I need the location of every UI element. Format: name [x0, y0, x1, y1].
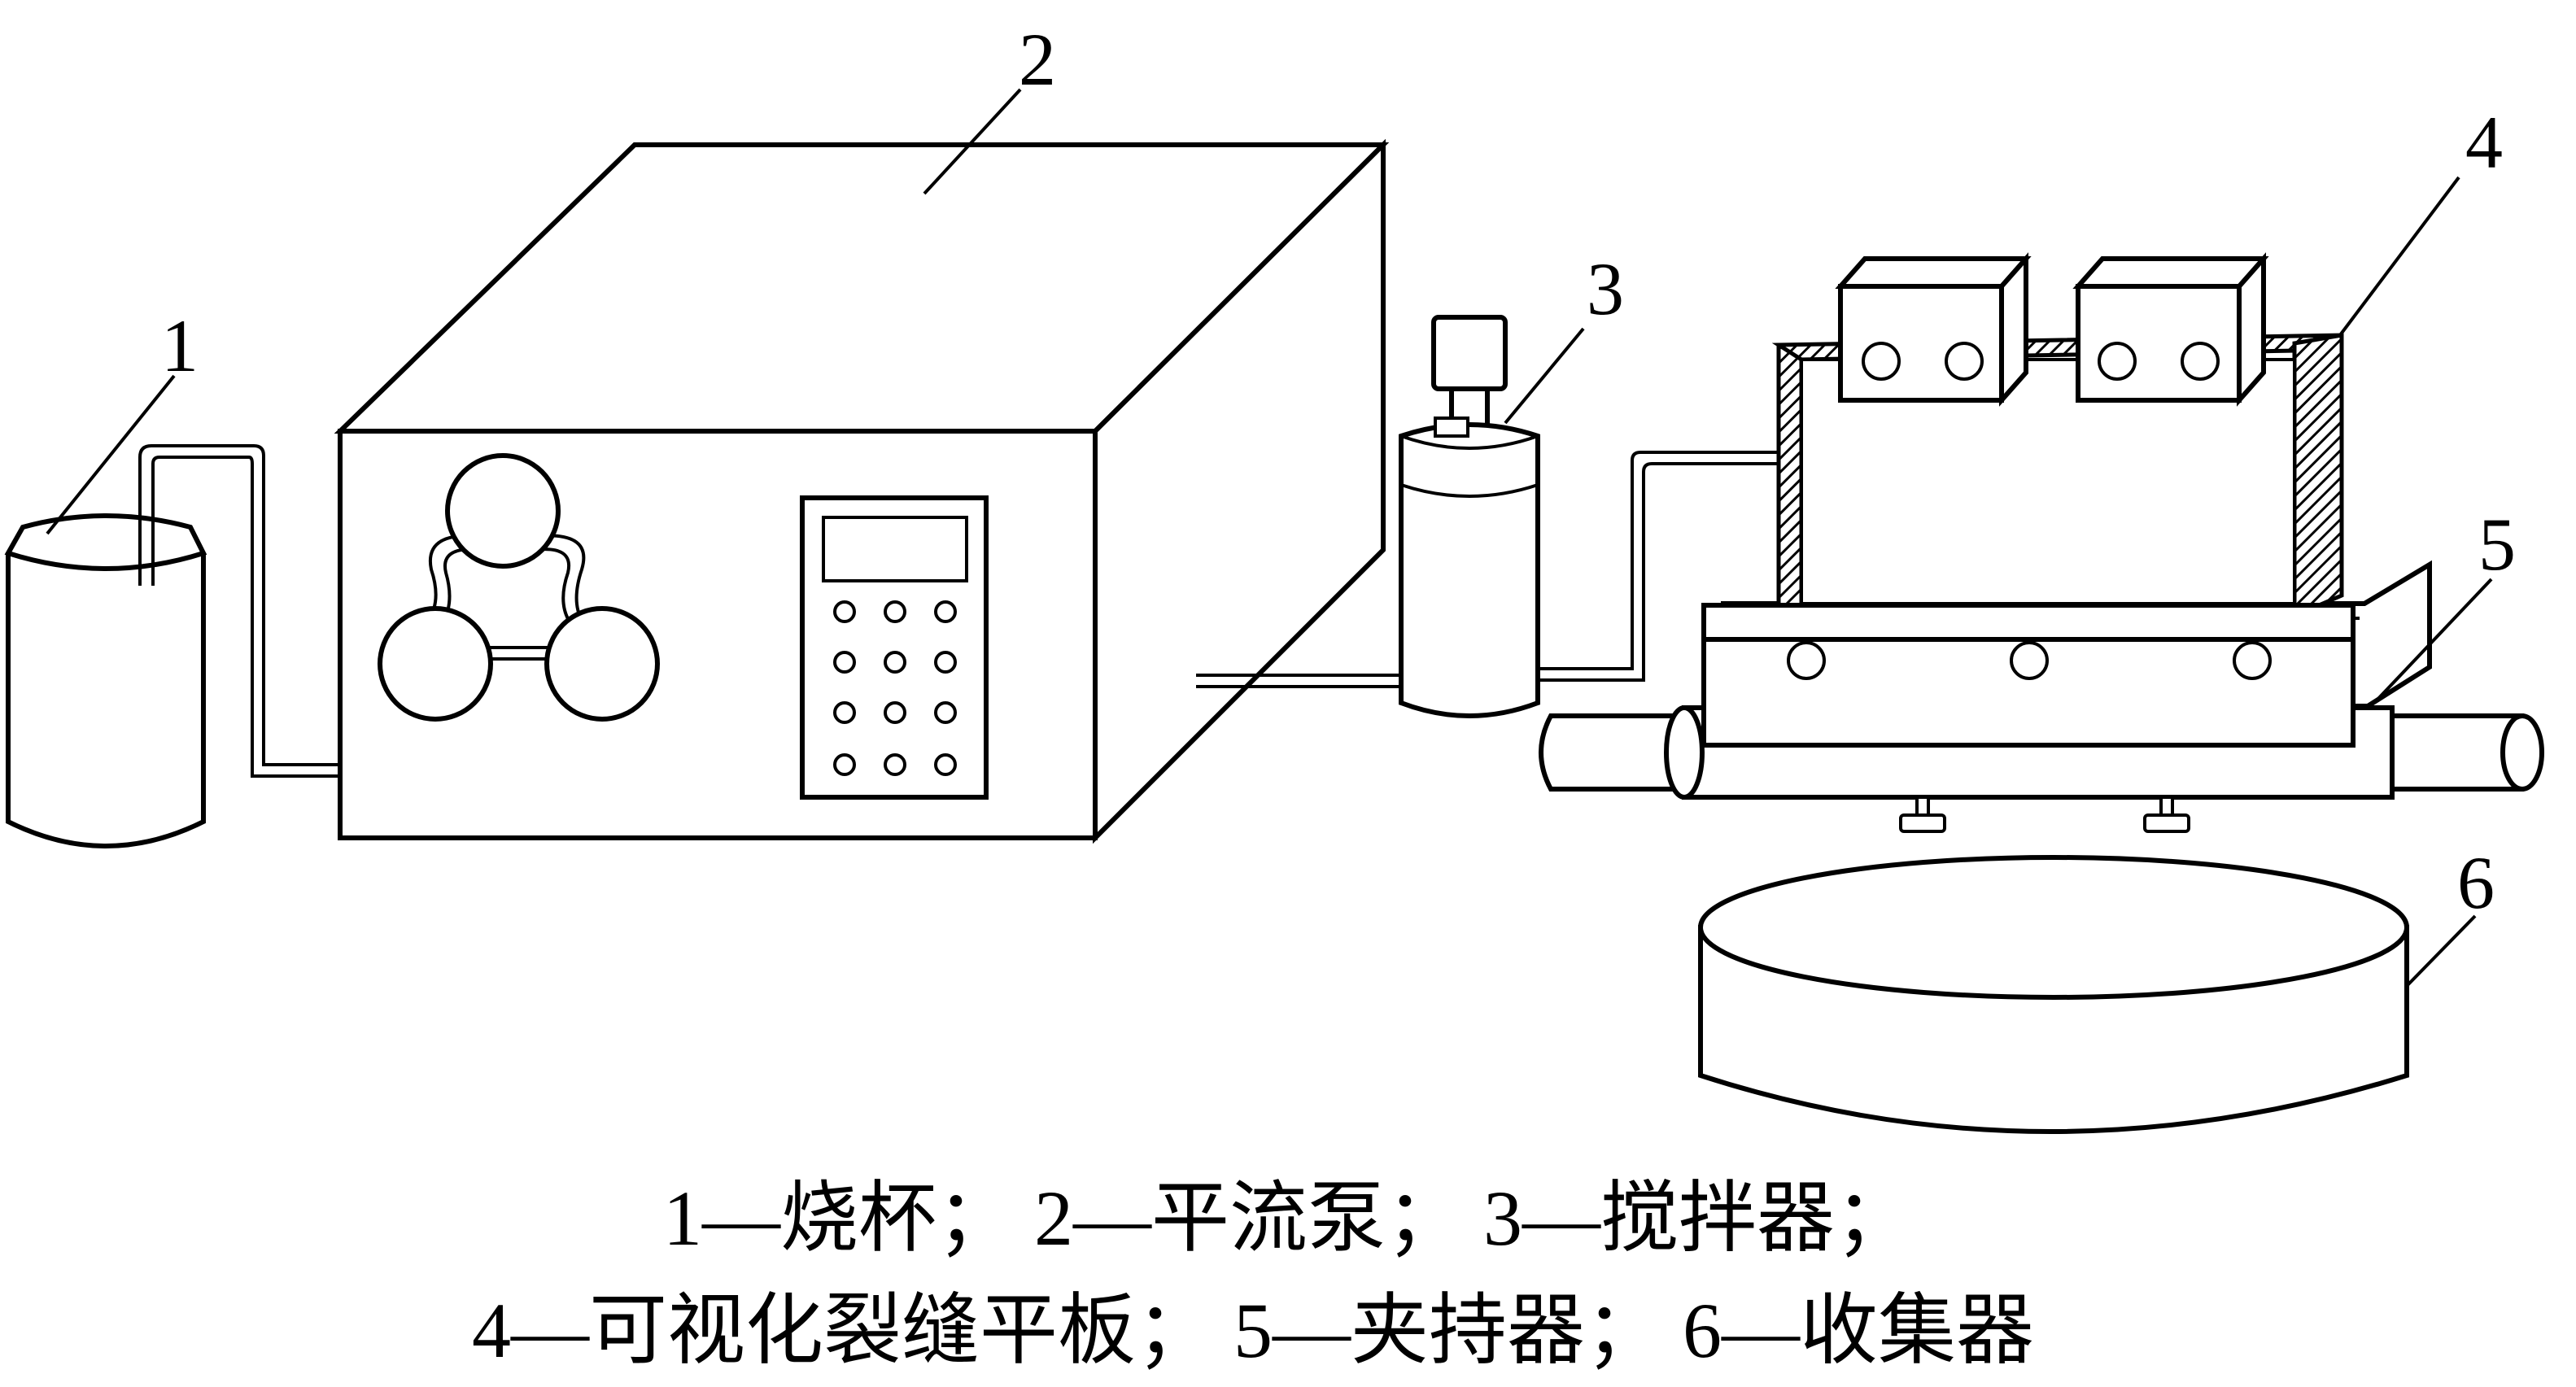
callout-2: 2 [1019, 18, 1056, 101]
control-panel [800, 495, 989, 800]
peristaltic-rollers [378, 453, 660, 722]
callout-4: 4 [2465, 101, 2503, 184]
keypad-buttons [833, 600, 957, 776]
holder-screws [1899, 796, 2190, 833]
clamp-block-right [2072, 252, 2269, 407]
stirrer [1399, 315, 1788, 718]
callout-5: 5 [2478, 503, 2516, 586]
caption-line-1: 1—烧杯； 2—平流泵； 3—搅拌器； [663, 1175, 1913, 1262]
callout-3: 3 [1587, 247, 1624, 330]
callout-1: 1 [161, 304, 199, 387]
beaker [4, 444, 527, 848]
collector [1698, 855, 2409, 1134]
fracture-plate-assembly [1539, 252, 2544, 833]
clamp-block-left [1835, 252, 2032, 407]
caption-line-2: 4—可视化裂缝平板； 5—夹持器； 6—收集器 [472, 1287, 2034, 1374]
pump [334, 138, 1411, 844]
leader-lines [46, 88, 2493, 988]
callout-6: 6 [2457, 841, 2495, 924]
